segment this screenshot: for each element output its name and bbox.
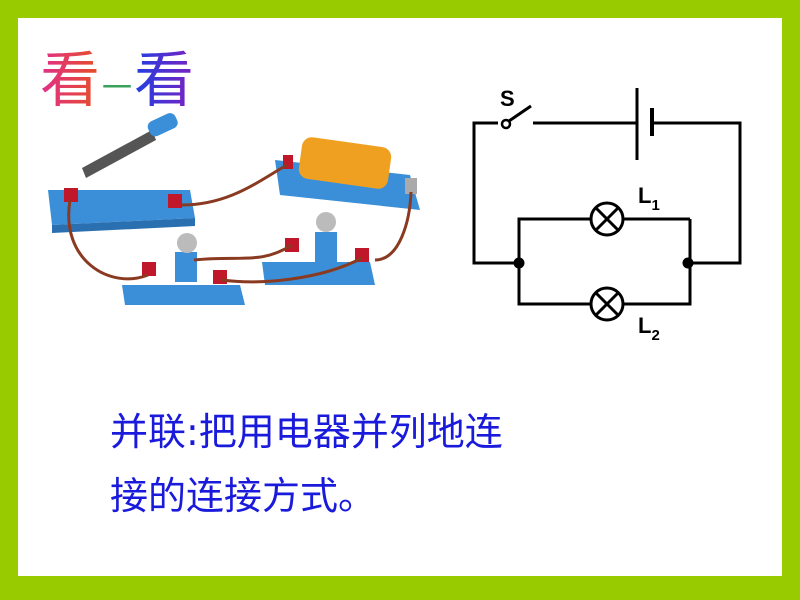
switch-label: S bbox=[500, 86, 515, 111]
junction-left bbox=[513, 257, 525, 269]
physical-circuit-illustration bbox=[48, 113, 420, 305]
definition-line-2: 接的连接方式。 bbox=[110, 474, 377, 518]
title-char-1: 看 bbox=[40, 32, 102, 119]
lamp1-label: L1 bbox=[638, 183, 660, 214]
slide-title: 看一看 bbox=[40, 32, 196, 119]
definition-line-1: 并联:把用电器并列地连 bbox=[110, 410, 503, 454]
circuit-schematic bbox=[472, 88, 742, 322]
definition-text: 并联:把用电器并列地连 接的连接方式。 bbox=[110, 400, 690, 528]
switch-lever bbox=[508, 104, 532, 123]
lamp1-subscript: 1 bbox=[651, 197, 659, 214]
switch-contact bbox=[500, 118, 512, 130]
title-char-2: 一 bbox=[102, 71, 134, 107]
lamp2-label: L2 bbox=[638, 313, 660, 344]
lamp2-subscript: 2 bbox=[651, 327, 659, 344]
lamp-l1-symbol bbox=[589, 201, 625, 237]
lamp2-letter: L bbox=[638, 313, 651, 338]
lamp-l2-symbol bbox=[589, 286, 625, 322]
junction-right bbox=[682, 257, 694, 269]
lamp1-letter: L bbox=[638, 183, 651, 208]
title-char-3: 看 bbox=[134, 32, 196, 119]
